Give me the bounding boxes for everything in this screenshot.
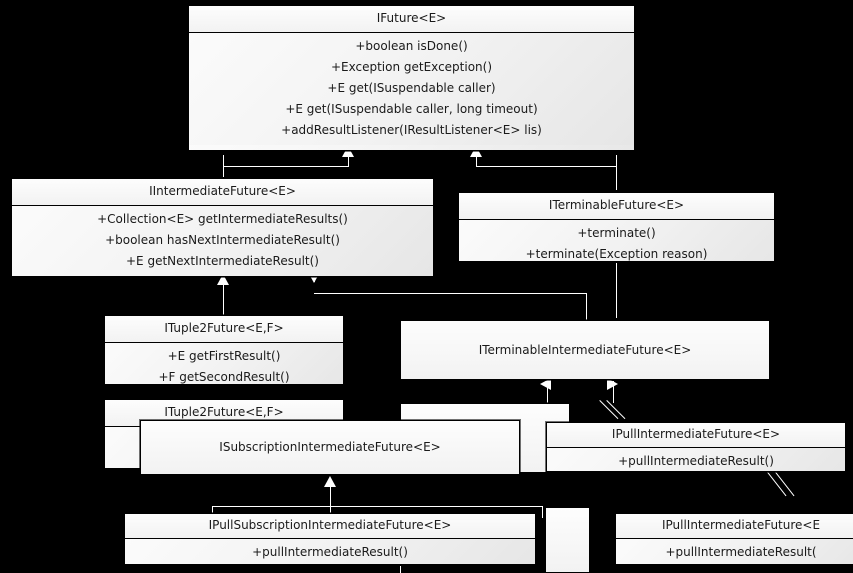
class-name-ifuture: IFuture<E> — [189, 6, 634, 32]
class-box-iintermediatefuture[interactable]: IIntermediateFuture<E> +Collection<E> ge… — [11, 178, 434, 277]
operation-row: +E getFirstResult() — [167, 349, 281, 363]
connector-bottom-stub — [400, 566, 401, 573]
class-name-ipullintermediatefuture-duplicate: IPullIntermediateFuture<E — [616, 514, 853, 538]
class-operations-iintermediatefuture: +Collection<E> getIntermediateResults() … — [12, 205, 433, 276]
operation-row: +F getSecondResult() — [158, 370, 290, 384]
operation-row: +pullIntermediateResult() — [252, 545, 408, 559]
class-name-isubscriptionintermediatefuture: ISubscriptionIntermediateFuture<E> — [141, 421, 519, 474]
operation-row: +pullIntermediateResult( — [665, 545, 817, 559]
connector-terminable-to-pull — [613, 381, 614, 403]
class-box-isubscriptionintermediatefuture[interactable]: ISubscriptionIntermediateFuture<E> — [140, 420, 520, 475]
connector-ifuture-to-iterminablefuture-h — [476, 166, 617, 167]
connector-iintermediatefuture-to-ituple2future — [223, 278, 224, 316]
inheritance-arrow-pull — [607, 378, 618, 390]
class-box-ituple2future[interactable]: ITuple2Future<E,F> +E getFirstResult() +… — [104, 315, 344, 385]
connector-iintermediatefuture-to-terminable-h — [314, 293, 586, 294]
connector-pullsubscription-right-riser — [542, 506, 543, 518]
inheritance-arrow-ituple2future — [217, 274, 229, 285]
operation-row: +addResultListener(IResultListener<E> li… — [281, 123, 542, 137]
operation-row: +Exception getException() — [330, 60, 493, 74]
connector-to-iterminableintermediatefuture — [586, 293, 587, 320]
class-operations-ipullintermediatefuture: +pullIntermediateResult() — [547, 447, 845, 471]
class-operations-iterminablefuture: +terminate() +terminate(Exception reason… — [459, 219, 774, 261]
class-box-bottom-occluded[interactable] — [545, 507, 590, 573]
class-name-ipullsubscriptionintermediatefuture: IPullSubscriptionIntermediateFuture<E> — [125, 514, 535, 538]
class-box-ipullsubscriptionintermediatefuture[interactable]: IPullSubscriptionIntermediateFuture<E> +… — [124, 513, 536, 565]
connector-ifuture-riser-right — [476, 150, 477, 167]
class-box-ipullintermediatefuture[interactable]: IPullIntermediateFuture<E> +pullIntermed… — [546, 422, 846, 472]
class-name-iterminablefuture: ITerminableFuture<E> — [459, 193, 774, 219]
operation-row: +terminate() — [577, 226, 656, 240]
class-operations-ipullsubscriptionintermediatefuture: +pullIntermediateResult() — [125, 538, 535, 564]
operation-row: +E get(ISuspendable caller, long timeout… — [285, 102, 538, 116]
inheritance-arrow-iintermediatefuture — [342, 146, 354, 157]
class-name-iterminableintermediatefuture: ITerminableIntermediateFuture<E> — [401, 321, 769, 379]
class-operations-ituple2future: +E getFirstResult() +F getSecondResult() — [105, 342, 343, 384]
inheritance-arrow-subscription — [540, 378, 551, 390]
inheritance-arrow-terminable-down — [308, 272, 320, 283]
inheritance-arrow-iterminablefuture — [470, 146, 482, 157]
operation-row: +E get(ISuspendable caller) — [327, 81, 496, 95]
connector-ifuture-to-iterminablefuture — [616, 155, 617, 190]
class-box-ipullintermediatefuture-duplicate[interactable]: IPullIntermediateFuture<E +pullIntermedi… — [615, 513, 853, 565]
connector-pullsubscription-h — [212, 506, 542, 507]
connector-ifuture-to-iintermediatefuture-h — [223, 166, 348, 167]
operation-row: +Collection<E> getIntermediateResults() — [97, 212, 348, 226]
operation-row: +terminate(Exception reason) — [525, 247, 708, 261]
class-operations-ipullintermediatefuture-duplicate: +pullIntermediateResult( — [616, 538, 853, 564]
connector-iterminablefuture-to-terminableintermediate — [616, 263, 617, 318]
class-box-iterminablefuture[interactable]: ITerminableFuture<E> +terminate() +termi… — [458, 192, 775, 262]
operation-row: +boolean hasNextIntermediateResult() — [105, 233, 340, 247]
operation-row: +E getNextIntermediateResult() — [126, 254, 319, 268]
class-name-iintermediatefuture: IIntermediateFuture<E> — [12, 179, 433, 205]
operation-row: +pullIntermediateResult() — [618, 454, 774, 468]
operation-row: +boolean isDone() — [355, 39, 468, 53]
class-name-ipullintermediatefuture: IPullIntermediateFuture<E> — [547, 423, 845, 447]
inheritance-arrow-pullsubscription — [324, 476, 336, 487]
class-name-ituple2future: ITuple2Future<E,F> — [105, 316, 343, 342]
connector-pullsubscription-left-riser — [212, 506, 213, 518]
class-box-ifuture[interactable]: IFuture<E> +boolean isDone() +Exception … — [188, 5, 635, 151]
class-operations-ifuture: +boolean isDone() +Exception getExceptio… — [189, 32, 634, 145]
class-name-bottom-occluded — [546, 508, 589, 572]
connector-subscription-to-pullsubscription — [330, 478, 331, 515]
connector-terminable-to-subscription — [547, 381, 548, 403]
connector-ifuture-riser-left — [348, 150, 349, 167]
class-box-iterminableintermediatefuture[interactable]: ITerminableIntermediateFuture<E> — [400, 320, 770, 380]
